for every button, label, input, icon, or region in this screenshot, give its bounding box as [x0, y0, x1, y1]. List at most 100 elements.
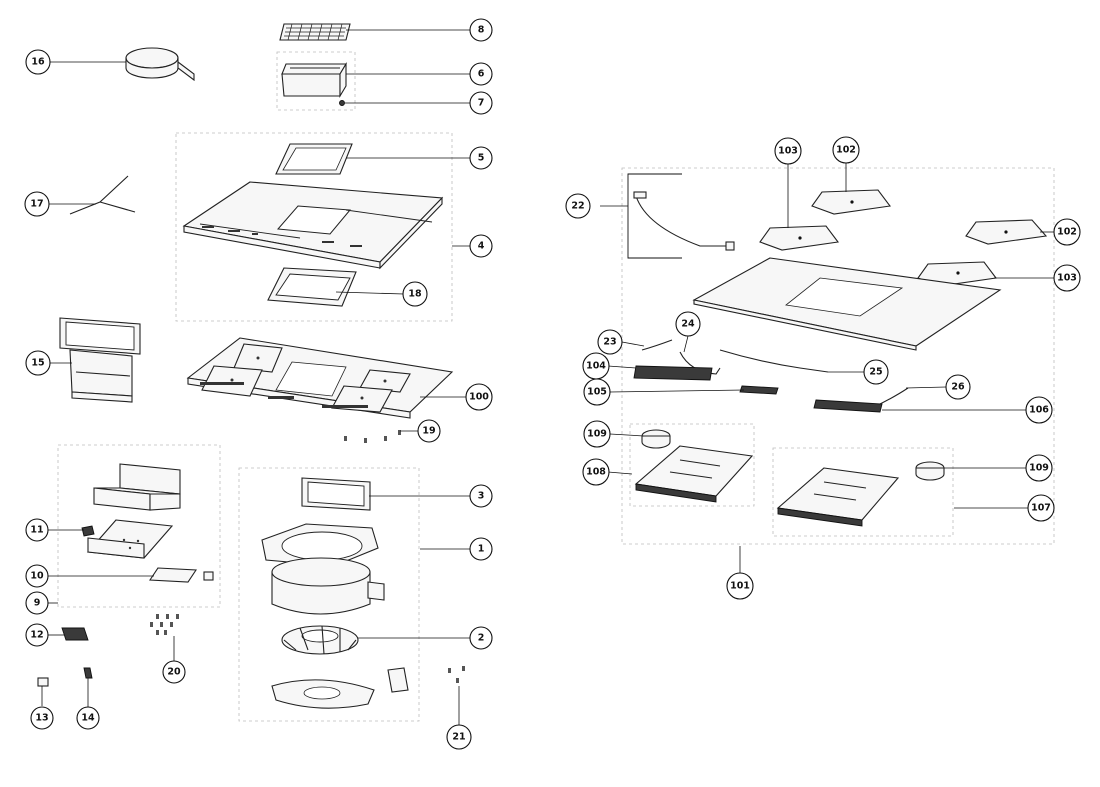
duct-adapter-part — [59, 317, 141, 403]
svg-text:1: 1 — [478, 544, 485, 555]
svg-text:22: 22 — [571, 201, 584, 212]
cable-26-part — [879, 387, 909, 405]
wire-harness-part — [627, 173, 735, 259]
svg-text:100: 100 — [469, 392, 489, 403]
svg-text:105: 105 — [587, 387, 607, 398]
svg-text:8: 8 — [478, 25, 485, 36]
svg-text:14: 14 — [81, 713, 95, 724]
clip-part — [83, 667, 93, 679]
coil-103-left-part — [759, 225, 839, 251]
connector-part — [81, 525, 95, 537]
svg-text:18: 18 — [408, 289, 422, 300]
fan-base-part — [271, 679, 375, 709]
coil-plate-part — [186, 337, 454, 419]
leader-lines — [41, 29, 1054, 725]
svg-text:16: 16 — [31, 57, 45, 68]
callout-103-right: 103 — [1053, 264, 1081, 292]
callout-105: 105 — [583, 378, 611, 406]
svg-text:109: 109 — [1029, 463, 1049, 474]
callout-3: 3 — [469, 484, 493, 508]
control-board-106-part — [813, 399, 883, 413]
seal-ring-part — [125, 47, 195, 82]
callout-14: 14 — [76, 706, 100, 730]
svg-text:24: 24 — [681, 319, 695, 330]
svg-text:21: 21 — [452, 732, 465, 743]
callout-109-left: 109 — [583, 420, 611, 448]
svg-text:25: 25 — [869, 367, 882, 378]
svg-text:103: 103 — [778, 146, 798, 157]
callout-19: 19 — [417, 419, 441, 443]
callout-109-right: 109 — [1025, 454, 1053, 482]
svg-text:5: 5 — [478, 153, 485, 164]
svg-text:101: 101 — [730, 581, 750, 592]
center-frame-part — [275, 143, 353, 175]
callout-23: 23 — [597, 329, 623, 355]
callout-21: 21 — [446, 724, 472, 750]
callout-20: 20 — [162, 660, 186, 684]
svg-text:4: 4 — [478, 241, 485, 252]
drip-tray-part — [281, 62, 347, 98]
callout-103-top: 103 — [774, 137, 802, 165]
cable-25-part — [719, 349, 829, 373]
svg-text:20: 20 — [167, 667, 181, 678]
coil-102-right-part — [965, 219, 1048, 245]
callout-18: 18 — [402, 281, 428, 307]
callout-11: 11 — [25, 518, 49, 542]
callout-106: 106 — [1025, 396, 1053, 424]
group-box-bracket — [57, 444, 221, 608]
svg-text:15: 15 — [31, 358, 44, 369]
svg-text:102: 102 — [1057, 227, 1077, 238]
svg-text:7: 7 — [478, 98, 485, 109]
callout-17: 17 — [24, 191, 50, 217]
screws-base-part — [448, 666, 465, 683]
callout-12: 12 — [25, 623, 49, 647]
outlet-collar-part — [301, 477, 371, 511]
svg-text:102: 102 — [836, 145, 856, 156]
svg-text:108: 108 — [586, 467, 606, 478]
callout-108: 108 — [582, 458, 610, 486]
svg-text:23: 23 — [603, 337, 616, 348]
power-board-107-part — [776, 467, 900, 527]
svg-text:13: 13 — [35, 713, 48, 724]
y-cable-part — [69, 175, 136, 215]
callout-26: 26 — [945, 374, 971, 400]
screws-group-part — [150, 614, 179, 635]
callout-8: 8 — [469, 18, 493, 42]
svg-text:109: 109 — [587, 429, 607, 440]
screws-part — [344, 430, 401, 443]
group-box-board-left — [629, 423, 755, 507]
control-board-105-part — [739, 385, 779, 395]
group-box-board-right — [772, 447, 954, 537]
svg-text:26: 26 — [951, 382, 965, 393]
control-board-104-part — [633, 365, 713, 381]
svg-text:9: 9 — [34, 598, 41, 609]
svg-text:107: 107 — [1031, 503, 1051, 514]
plate-part — [149, 567, 214, 583]
coil-102-upper-part — [811, 189, 891, 215]
housing-clip-part — [387, 667, 409, 693]
callout-6: 6 — [469, 62, 493, 86]
callout-16: 16 — [25, 49, 51, 75]
callout-102-right: 102 — [1053, 218, 1081, 246]
terminal-block-part — [61, 627, 89, 641]
callout-9: 9 — [25, 591, 49, 615]
svg-text:3: 3 — [478, 491, 485, 502]
fan-housing-part — [261, 523, 385, 615]
callout-101: 101 — [726, 572, 754, 600]
svg-text:17: 17 — [30, 199, 43, 210]
cooling-fan-left-part — [641, 429, 671, 449]
svg-text:103: 103 — [1057, 273, 1077, 284]
callout-10: 10 — [25, 564, 49, 588]
callout-4: 4 — [469, 234, 493, 258]
frame-part — [267, 267, 357, 307]
group-box-container — [276, 51, 356, 111]
svg-text:10: 10 — [30, 571, 44, 582]
screw-part — [339, 100, 345, 106]
callout-107: 107 — [1027, 494, 1055, 522]
cable-23-part — [641, 339, 673, 351]
glass-hob-part — [182, 181, 444, 270]
callout-5: 5 — [469, 146, 493, 170]
group-box-hob-top — [175, 132, 453, 322]
callout-22: 22 — [565, 193, 591, 219]
svg-text:12: 12 — [30, 630, 43, 641]
